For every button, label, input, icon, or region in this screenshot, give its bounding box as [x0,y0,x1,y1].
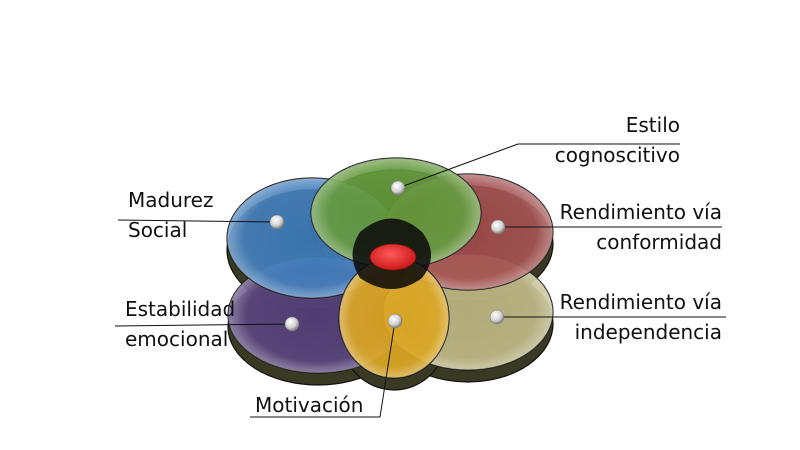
estabilidad-emocional-bead [284,316,300,332]
motivacion-bead [387,313,403,329]
estilo-cognoscitivo-label: Estilo cognoscitivo [520,110,680,170]
rendimiento-conformidad-label-line: conformidad [596,230,722,254]
center-dot [369,243,417,271]
estabilidad-emocional-label-line: Estabilidad [125,297,236,321]
rendimiento-independencia-bead [489,309,505,325]
estilo-cognoscitivo-bead [390,180,406,196]
estabilidad-emocional-leader-line [114,323,293,327]
rendimiento-conformidad-bead [490,219,506,235]
estabilidad-emocional-label-line: emocional [125,327,229,351]
madurez-social-leader-line [117,219,278,223]
rendimiento-independencia-label-line: Rendimiento vía [559,290,722,314]
rendimiento-independencia-label: Rendimiento vía independencia [540,287,722,347]
motivacion-leader-line [250,320,396,418]
estilo-cognoscitivo-leader-line [397,143,680,189]
madurez-social-label-line: Social [128,218,188,242]
rendimiento-conformidad-label-line: Rendimiento vía [559,200,722,224]
motivacion-label: Motivación [255,390,363,420]
rendimiento-conformidad-label: Rendimiento vía conformidad [540,197,722,257]
madurez-social-label-line: Madurez [128,188,214,212]
madurez-social-bead [269,214,285,230]
rendimiento-independencia-label-line: independencia [574,320,722,344]
estilo-cognoscitivo-label-line: Estilo [625,113,680,137]
motivacion-label-line: Motivación [255,393,364,417]
estilo-cognoscitivo-label-line: cognoscitivo [554,143,680,167]
estabilidad-emocional-label: Estabilidad emocional [125,294,235,354]
